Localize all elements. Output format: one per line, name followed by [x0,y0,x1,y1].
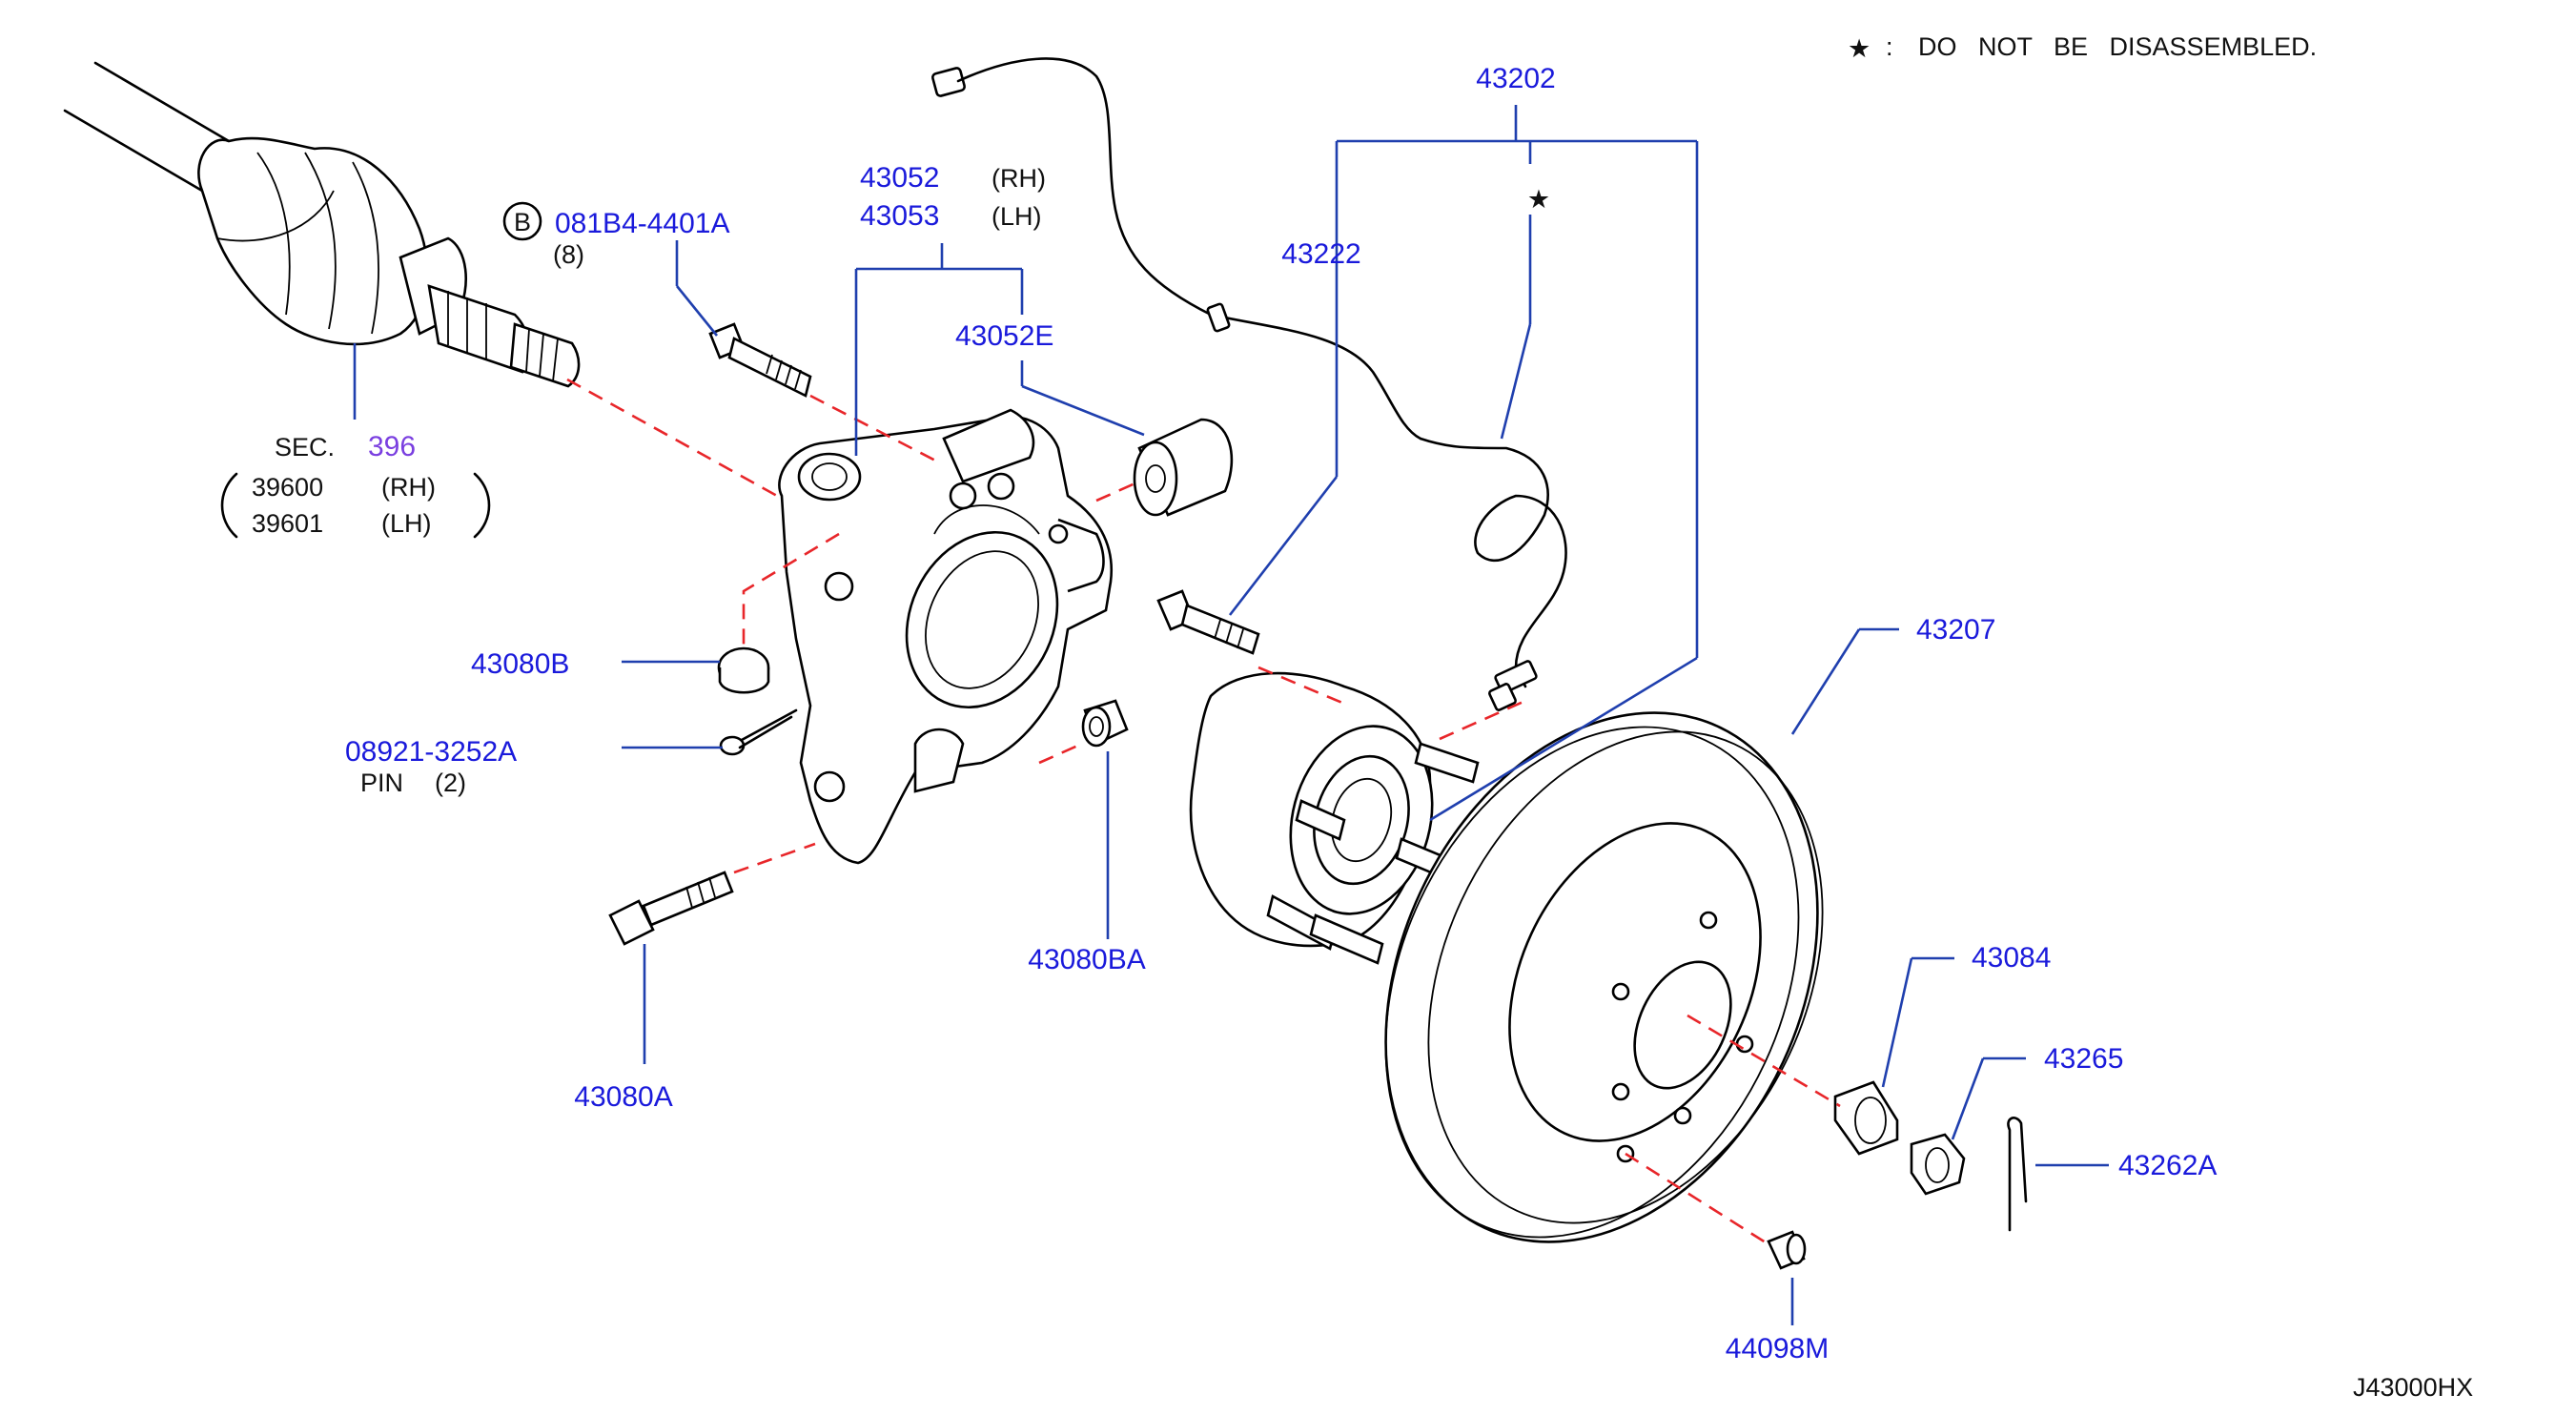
label-08921: 08921-3252A [345,736,517,768]
note-text: DO NOT BE DISASSEMBLED. [1918,32,2317,61]
label-43262A: 43262A [2118,1150,2217,1181]
pin-08921-drawing [719,708,798,756]
assembly-axes [566,378,1841,1246]
hub-drawing [1189,671,1480,965]
label-081B4: 081B4-4401A [555,208,730,239]
nut-43080BA-drawing [1081,699,1129,748]
nut-washer-drawing [1767,1080,2028,1270]
b-badge-circle [502,201,542,241]
bracket-right [473,472,491,539]
bracket-left [220,472,238,539]
label-43080A: 43080A [574,1081,672,1113]
nut-43080B-drawing [717,646,770,694]
label-pin: PIN [360,769,403,797]
label-43080BA: 43080BA [1028,944,1145,975]
label-39601-side: (LH) [381,509,432,538]
label-39600: 39600 [252,473,323,502]
label-44098M: 44098M [1726,1333,1829,1364]
label-43052-side: (RH) [992,164,1046,193]
label-b-badge: B [514,208,531,236]
label-43080B: 43080B [471,648,569,680]
drive-shaft-drawing [63,61,581,420]
note-colon: : [1886,32,1893,61]
label-39600-side: (RH) [381,473,436,502]
label-sec-number: 396 [368,431,416,462]
abs-sensor-drawing [931,57,1567,711]
rotor-drawing [1384,711,1824,1243]
label-43207: 43207 [1916,614,1995,646]
label-43202: 43202 [1476,63,1555,94]
label-43052E: 43052E [955,320,1053,352]
label-star-mark: ★ [1527,185,1550,214]
label-43053: 43053 [860,200,939,232]
label-43053-side: (LH) [992,202,1042,231]
bushing-drawing [1133,418,1234,517]
bolt-43080A-drawing [608,871,734,946]
label-43052: 43052 [860,162,939,194]
drawing-id: J43000HX [2353,1373,2473,1402]
note-star: ★ [1848,34,1871,63]
note-block: ★ : DO NOT BE DISASSEMBLED. [1848,32,2317,63]
knuckle-drawing [778,408,1114,865]
label-39601: 39601 [252,509,323,538]
bolt-081B4-drawing [708,322,812,398]
label-081B4-qty: (8) [553,240,584,269]
label-pin-qty: (2) [435,769,466,797]
bolt-43222-drawing [1156,589,1260,655]
label-43084: 43084 [1972,942,2051,974]
label-43265: 43265 [2044,1043,2123,1075]
leader-lines [622,105,2109,1325]
label-sec: SEC. [275,433,335,461]
label-43222: 43222 [1281,238,1360,270]
